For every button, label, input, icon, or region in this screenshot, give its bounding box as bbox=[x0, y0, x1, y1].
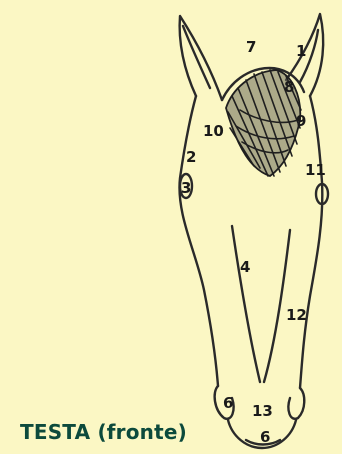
region-label: 4 bbox=[240, 258, 250, 276]
region-label: 6 bbox=[223, 394, 233, 412]
region-label: 13 bbox=[252, 402, 273, 420]
region-label: 8 bbox=[284, 78, 294, 96]
nasal-line-left bbox=[232, 226, 260, 382]
right-cheek-outline bbox=[300, 96, 322, 388]
region-label: 11 bbox=[305, 161, 326, 179]
region-label: 6 bbox=[260, 428, 270, 446]
region-label: 3 bbox=[181, 179, 191, 197]
region-label: 7 bbox=[246, 38, 256, 56]
left-ear-inner-line bbox=[183, 26, 210, 88]
right-nostril-outline bbox=[288, 388, 304, 419]
left-ear-outline bbox=[180, 16, 222, 100]
region-label: 10 bbox=[203, 122, 224, 140]
region-label: 9 bbox=[296, 112, 306, 130]
region-label: 1 bbox=[296, 42, 306, 60]
region-label: 2 bbox=[186, 148, 196, 166]
region-label: 12 bbox=[286, 306, 307, 324]
figure-caption: TESTA (fronte) bbox=[20, 420, 187, 444]
